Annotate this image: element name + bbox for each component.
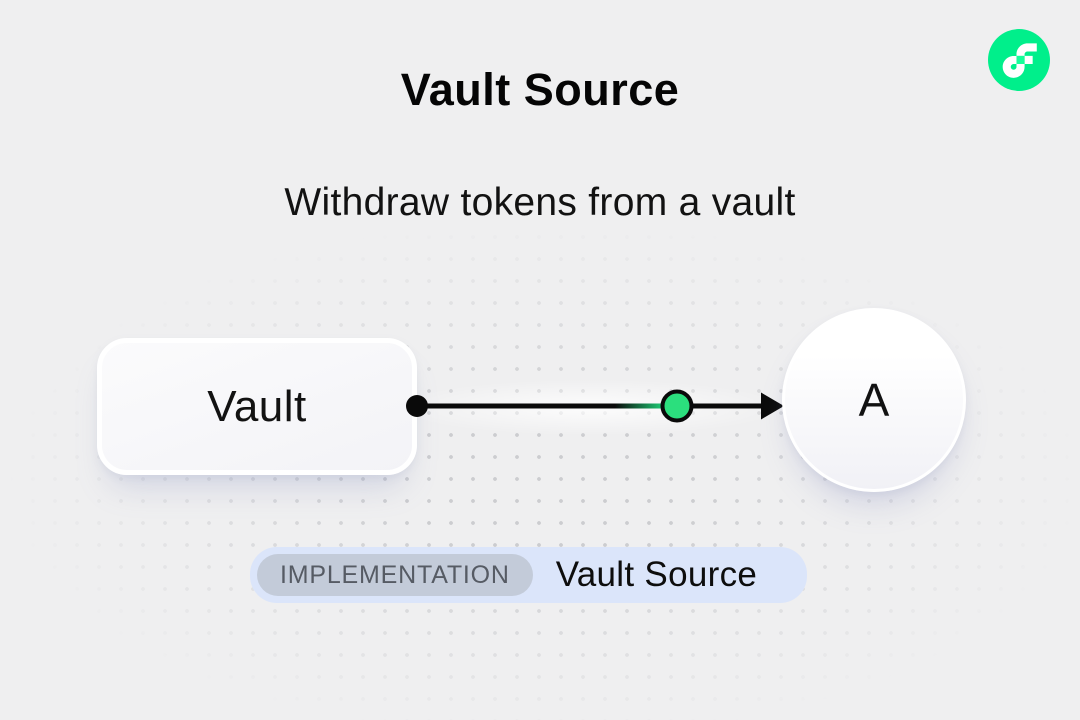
implementation-badge: IMPLEMENTATION Vault Source [250,547,807,603]
edge-arrowhead-icon [761,392,784,420]
edge-line-green-fade [615,403,662,409]
vault-node-label: Vault [207,381,307,431]
page-title: Vault Source [400,64,680,115]
implementation-badge-label: Vault Source [555,555,758,594]
implementation-tag-pill: IMPLEMENTATION [257,554,533,596]
flow-logo-icon [988,29,1050,91]
flow-logo-icon [988,29,1050,91]
edge-start-dot [406,395,428,417]
vault-node: Vault [97,338,417,475]
flow-edge [406,389,784,423]
recipient-node: A [782,308,966,492]
page-subtitle: Withdraw tokens from a vault [284,181,796,224]
recipient-node-label: A [858,374,890,426]
edge-marker-circle [660,389,694,423]
